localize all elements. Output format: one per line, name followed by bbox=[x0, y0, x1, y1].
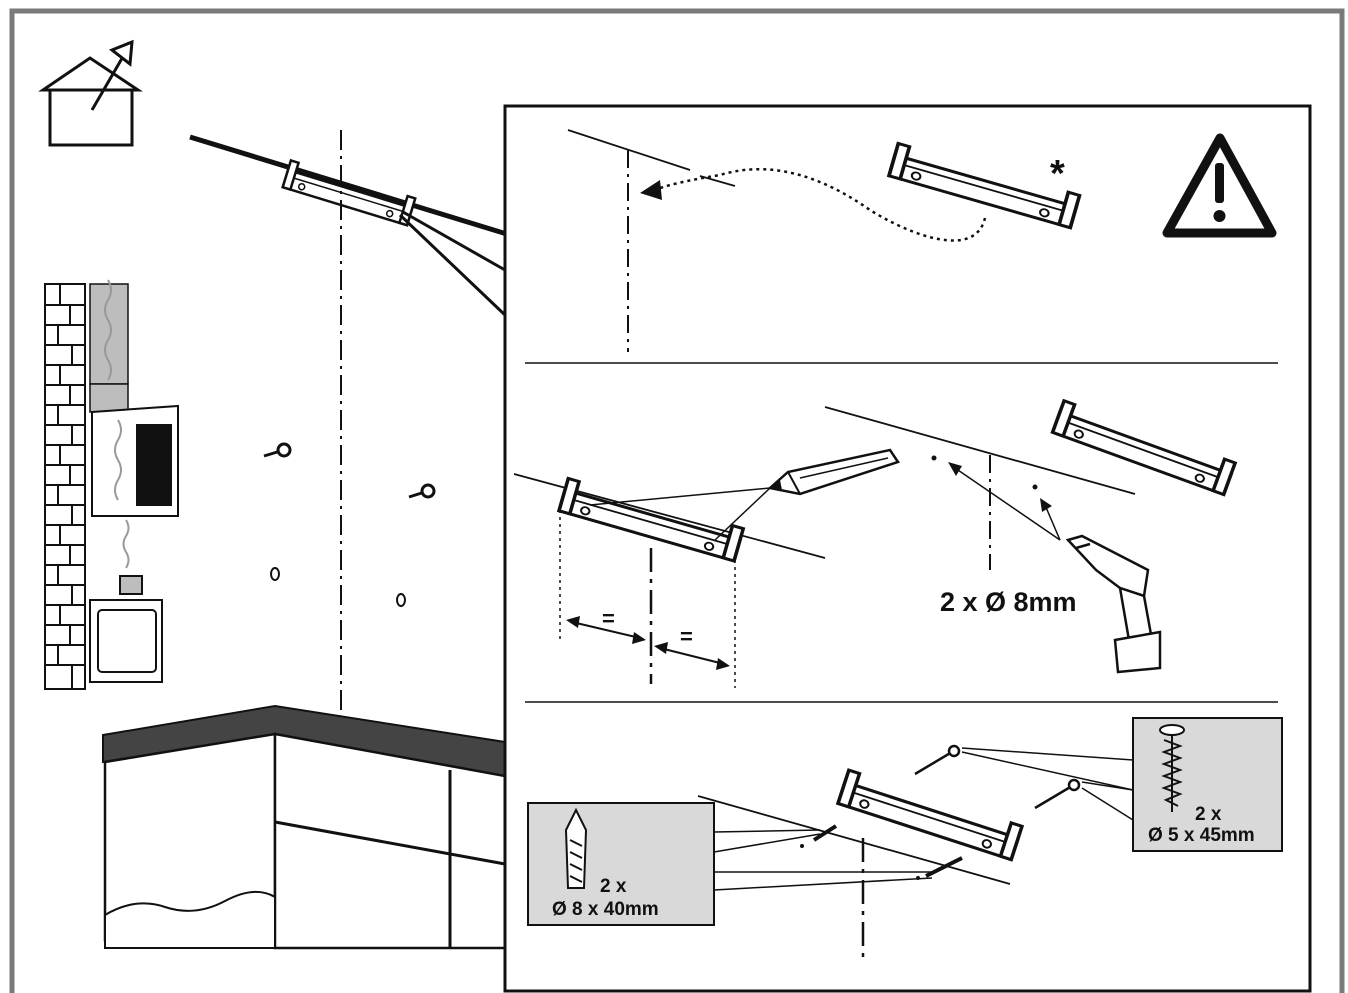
wall-hole-right bbox=[396, 593, 406, 607]
asterisk-mark: * bbox=[1050, 153, 1065, 195]
screw-icon bbox=[1159, 724, 1185, 812]
step-1-position-bracket: * bbox=[567, 129, 1082, 352]
wall-plug-icon bbox=[564, 807, 588, 889]
plug-size-label: Ø 8 x 40mm bbox=[552, 899, 659, 920]
step-3-fix-bracket bbox=[697, 744, 1134, 960]
screw-callout: 2 x Ø 5 x 45mm bbox=[1132, 717, 1283, 852]
equal-mark-right: = bbox=[680, 624, 693, 649]
wall-screw-right bbox=[408, 483, 436, 499]
pot-on-stove-illustration bbox=[89, 575, 163, 683]
warning-triangle-icon bbox=[1162, 133, 1277, 238]
step-2-mark-and-drill: = = 2 x Ø 8mm bbox=[513, 399, 1237, 688]
screw-size-label: Ø 5 x 45mm bbox=[1148, 825, 1255, 846]
outdoor-venting-house-icon bbox=[38, 39, 143, 147]
zoom-line-upper bbox=[402, 210, 506, 272]
wall-top-line bbox=[189, 134, 511, 238]
outer-frame bbox=[9, 8, 1345, 993]
wall-hole-left bbox=[270, 567, 280, 581]
pencil-icon bbox=[767, 448, 900, 496]
plug-quantity-label: 2 x bbox=[600, 876, 627, 897]
zoom-line-lower bbox=[398, 213, 507, 317]
step-2-drill-label: 2 x Ø 8mm bbox=[940, 587, 1077, 617]
cooker-hood-illustration bbox=[89, 279, 179, 569]
drill-icon bbox=[948, 462, 1162, 674]
screw-quantity-label: 2 x bbox=[1195, 804, 1222, 825]
kitchen-cabinets-illustration bbox=[102, 704, 507, 950]
wall-screw-left bbox=[263, 442, 292, 458]
brick-wall bbox=[44, 283, 86, 690]
wall-plug-callout: 2 x Ø 8 x 40mm bbox=[527, 802, 715, 926]
equal-mark-left: = bbox=[602, 606, 615, 631]
